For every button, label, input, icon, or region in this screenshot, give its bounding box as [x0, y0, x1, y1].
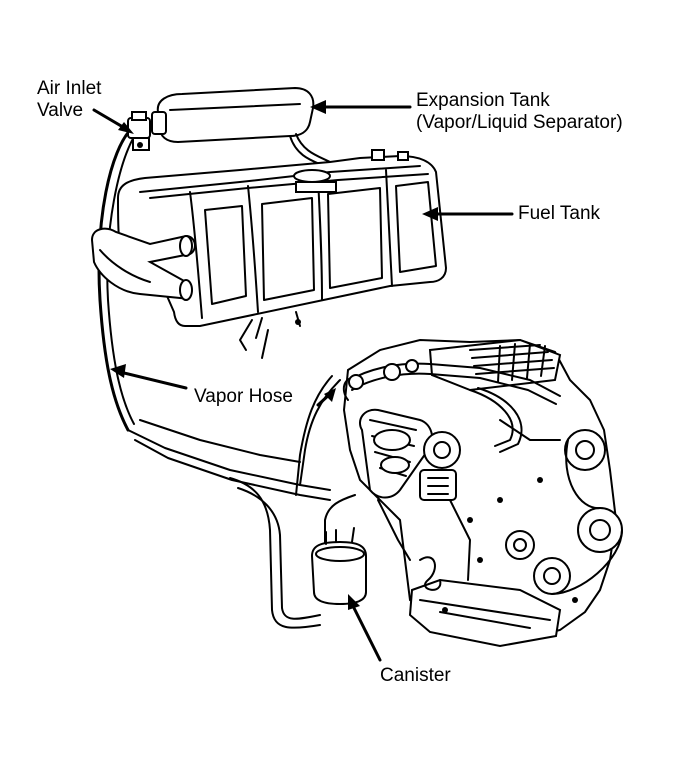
- label-air-inlet-valve-line2: Valve: [37, 100, 84, 121]
- fuel-tank-part: [116, 149, 448, 359]
- label-fuel-tank: Fuel Tank: [518, 203, 601, 224]
- label-vapor-hose: Vapor Hose: [194, 386, 293, 407]
- filler-neck-part: [90, 227, 196, 301]
- canister-part: [310, 527, 367, 606]
- label-air-inlet-valve-line1: Air Inlet: [37, 78, 102, 99]
- leader-arrows: [92, 100, 514, 662]
- label-expansion-tank-line1: Expansion Tank: [416, 90, 550, 111]
- label-expansion-tank-line2: (Vapor/Liquid Separator): [416, 112, 623, 133]
- label-canister: Canister: [380, 665, 451, 686]
- air-inlet-valve-part: [127, 111, 161, 151]
- vapor-hose: [97, 126, 356, 629]
- engine-part: [342, 338, 623, 648]
